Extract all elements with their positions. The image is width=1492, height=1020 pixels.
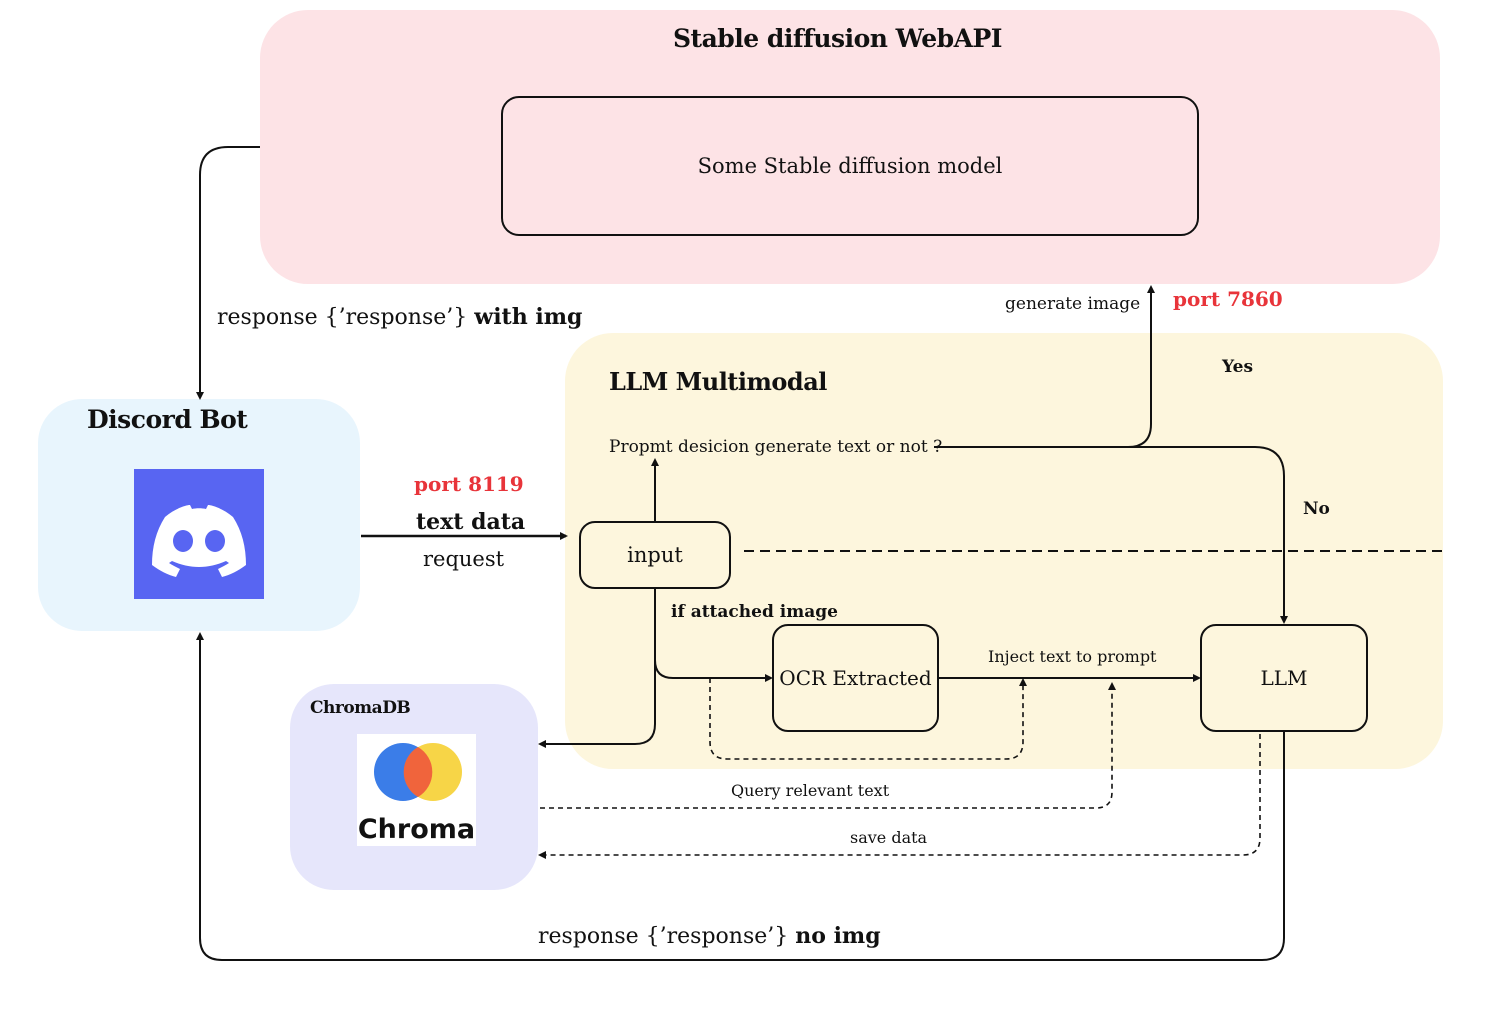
decision-label: Propmt desicion generate text or not ? — [609, 437, 943, 457]
llm-multimodal-title: LLM Multimodal — [609, 367, 827, 396]
response-no-img-prefix: response {’response’} — [538, 924, 789, 949]
query-relevant-label: Query relevant text — [731, 781, 890, 800]
edge-input-to-chroma — [538, 660, 656, 748]
edge-dashed-ocr-loop — [709, 678, 1027, 760]
llm-node: LLM — [1200, 624, 1368, 732]
discord-bot-title: Discord Bot — [87, 405, 248, 434]
response-with-img-prefix: response {’response’} — [217, 305, 468, 330]
port-8119-label: port 8119 — [414, 472, 524, 496]
response-with-img-label: response {’response’} with img — [217, 304, 582, 330]
port-7860-label: port 7860 — [1173, 287, 1283, 311]
input-label: input — [627, 543, 683, 567]
ocr-extracted-node: OCR Extracted — [772, 624, 939, 732]
stable-diffusion-model-box: Some Stable diffusion model — [501, 96, 1199, 236]
chroma-logo-icon — [357, 734, 476, 846]
discord-logo-icon — [134, 469, 264, 599]
text-data-label: text data — [416, 509, 526, 535]
stable-diffusion-panel — [260, 10, 1440, 284]
if-attached-image-label: if attached image — [671, 602, 838, 622]
no-label: No — [1303, 499, 1330, 519]
llm-label: LLM — [1260, 666, 1308, 690]
edge-sd-to-discord — [196, 146, 260, 400]
yes-label: Yes — [1222, 357, 1254, 377]
generate-image-label: generate image — [1005, 294, 1141, 314]
response-no-img-label: response {’response’} no img — [538, 923, 881, 949]
chroma-logo-text: Chroma — [357, 814, 476, 845]
stable-diffusion-model-label: Some Stable diffusion model — [697, 154, 1003, 178]
response-no-img-suffix: no img — [795, 923, 881, 949]
edge-save-data — [538, 734, 1261, 859]
edge-decision-to-sd — [1112, 285, 1155, 448]
stable-diffusion-title: Stable diffusion WebAPI — [673, 24, 1003, 53]
edge-chroma-query — [540, 682, 1116, 809]
input-node: input — [579, 521, 731, 589]
edge-llm-to-discord — [196, 632, 1285, 961]
inject-text-label: Inject text to prompt — [988, 647, 1157, 666]
save-data-label: save data — [850, 828, 928, 847]
request-label: request — [423, 547, 505, 571]
ocr-extracted-label: OCR Extracted — [779, 666, 932, 690]
response-with-img-suffix: with img — [474, 304, 583, 330]
chromadb-title: ChromaDB — [310, 698, 411, 718]
edge-decision-line — [934, 446, 1288, 624]
